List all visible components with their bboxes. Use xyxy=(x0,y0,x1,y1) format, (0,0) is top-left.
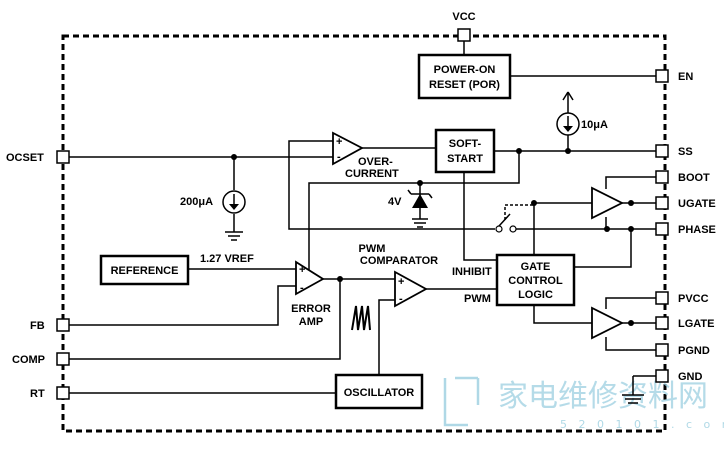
lgate-label: LGATE xyxy=(678,318,714,330)
overcurrent-comparator: + - xyxy=(332,131,364,166)
pwm-plus: + xyxy=(398,276,404,288)
pgnd-label: PGND xyxy=(678,345,710,357)
reference-block: REFERENCE xyxy=(99,254,190,286)
pvcc-label: PVCC xyxy=(678,293,709,305)
oscillator-block: OSCILLATOR xyxy=(334,373,424,410)
voltage-4v-label: 4V xyxy=(388,196,402,208)
pin-pgnd xyxy=(655,343,669,357)
soft-start-block: SOFT- START xyxy=(434,128,496,174)
pin-lgate xyxy=(655,316,669,330)
vcc-label: VCC xyxy=(452,11,475,23)
gate-label-1: GATE xyxy=(521,261,551,273)
current-source-200ua xyxy=(222,190,246,214)
gnd-label: GND xyxy=(678,371,703,383)
error-amplifier: + - xyxy=(295,260,325,296)
pin-pvcc xyxy=(655,291,669,305)
ocset-label: OCSET xyxy=(6,152,44,164)
rt-label: RT xyxy=(30,388,45,400)
pin-gnd xyxy=(655,369,669,383)
softstart-label-1: SOFT- xyxy=(449,138,482,150)
fb-label: FB xyxy=(30,320,45,332)
pwm-minus: - xyxy=(399,293,403,305)
current-200ua-label: 200μA xyxy=(180,196,213,208)
error-amp-label-1: ERROR xyxy=(291,303,331,315)
phase-label: PHASE xyxy=(678,224,716,236)
pin-ss xyxy=(655,144,669,158)
overcurrent-label-1: OVER- xyxy=(358,156,393,168)
pins xyxy=(56,28,669,400)
pwm-comparator-label-1: PWM xyxy=(359,243,386,255)
pin-phase xyxy=(655,222,669,236)
por-block: POWER-ON RESET (POR) xyxy=(417,53,512,100)
gate-control-logic-block: GATE CONTROL LOGIC xyxy=(495,253,576,307)
ugate-label: UGATE xyxy=(678,198,716,210)
watermark-text: 家电维修资料网 xyxy=(498,379,708,414)
softstart-label-2: START xyxy=(447,153,483,165)
ss-label: SS xyxy=(678,146,693,158)
pwm-label: PWM xyxy=(464,293,491,305)
pwm-comparator: + - xyxy=(394,270,428,308)
ea-minus: - xyxy=(300,282,304,294)
inhibit-label: INHIBIT xyxy=(452,266,492,278)
oscillator-label: OSCILLATOR xyxy=(344,387,415,399)
current-source-10ua xyxy=(556,91,580,136)
pwm-comparator-label-2: COMPARATOR xyxy=(360,255,438,267)
pin-en xyxy=(655,69,669,83)
pin-vcc xyxy=(457,28,471,42)
ea-plus: + xyxy=(299,264,305,276)
pin-rt xyxy=(56,386,70,400)
junction-dots xyxy=(231,148,634,326)
pin-ugate xyxy=(655,196,669,210)
gate-label-2: CONTROL xyxy=(508,275,563,287)
pin-boot xyxy=(655,170,669,184)
zener-diode-icon xyxy=(407,189,433,228)
upper-gate-driver xyxy=(591,186,625,220)
phase-switch xyxy=(495,204,534,233)
oc-plus: + xyxy=(336,136,342,148)
lower-gate-driver xyxy=(591,306,625,340)
en-label: EN xyxy=(678,71,693,83)
watermark: 家电维修资料网 5 2 0 1 0 1 . c o m xyxy=(443,376,724,431)
current-10ua-label: 10μA xyxy=(581,119,608,131)
boot-label: BOOT xyxy=(678,172,710,184)
watermark-url: 5 2 0 1 0 1 . c o m xyxy=(560,418,724,431)
comp-label: COMP xyxy=(12,354,45,366)
pin-ocset xyxy=(56,150,70,164)
error-amp-label-2: AMP xyxy=(299,316,323,328)
pin-fb xyxy=(56,318,70,332)
por-label-1: POWER-ON xyxy=(434,64,496,76)
chip-boundary xyxy=(61,34,667,433)
oc-minus: - xyxy=(337,151,341,163)
wires xyxy=(69,41,656,404)
overcurrent-label-2: CURRENT xyxy=(345,168,399,180)
reference-label: REFERENCE xyxy=(111,265,179,277)
pin-comp xyxy=(56,352,70,366)
vref-label: 1.27 VREF xyxy=(200,253,254,265)
sawtooth-icon xyxy=(351,305,371,331)
por-label-2: RESET (POR) xyxy=(429,79,500,91)
gate-label-3: LOGIC xyxy=(518,289,553,301)
watermark-logo xyxy=(443,376,480,427)
